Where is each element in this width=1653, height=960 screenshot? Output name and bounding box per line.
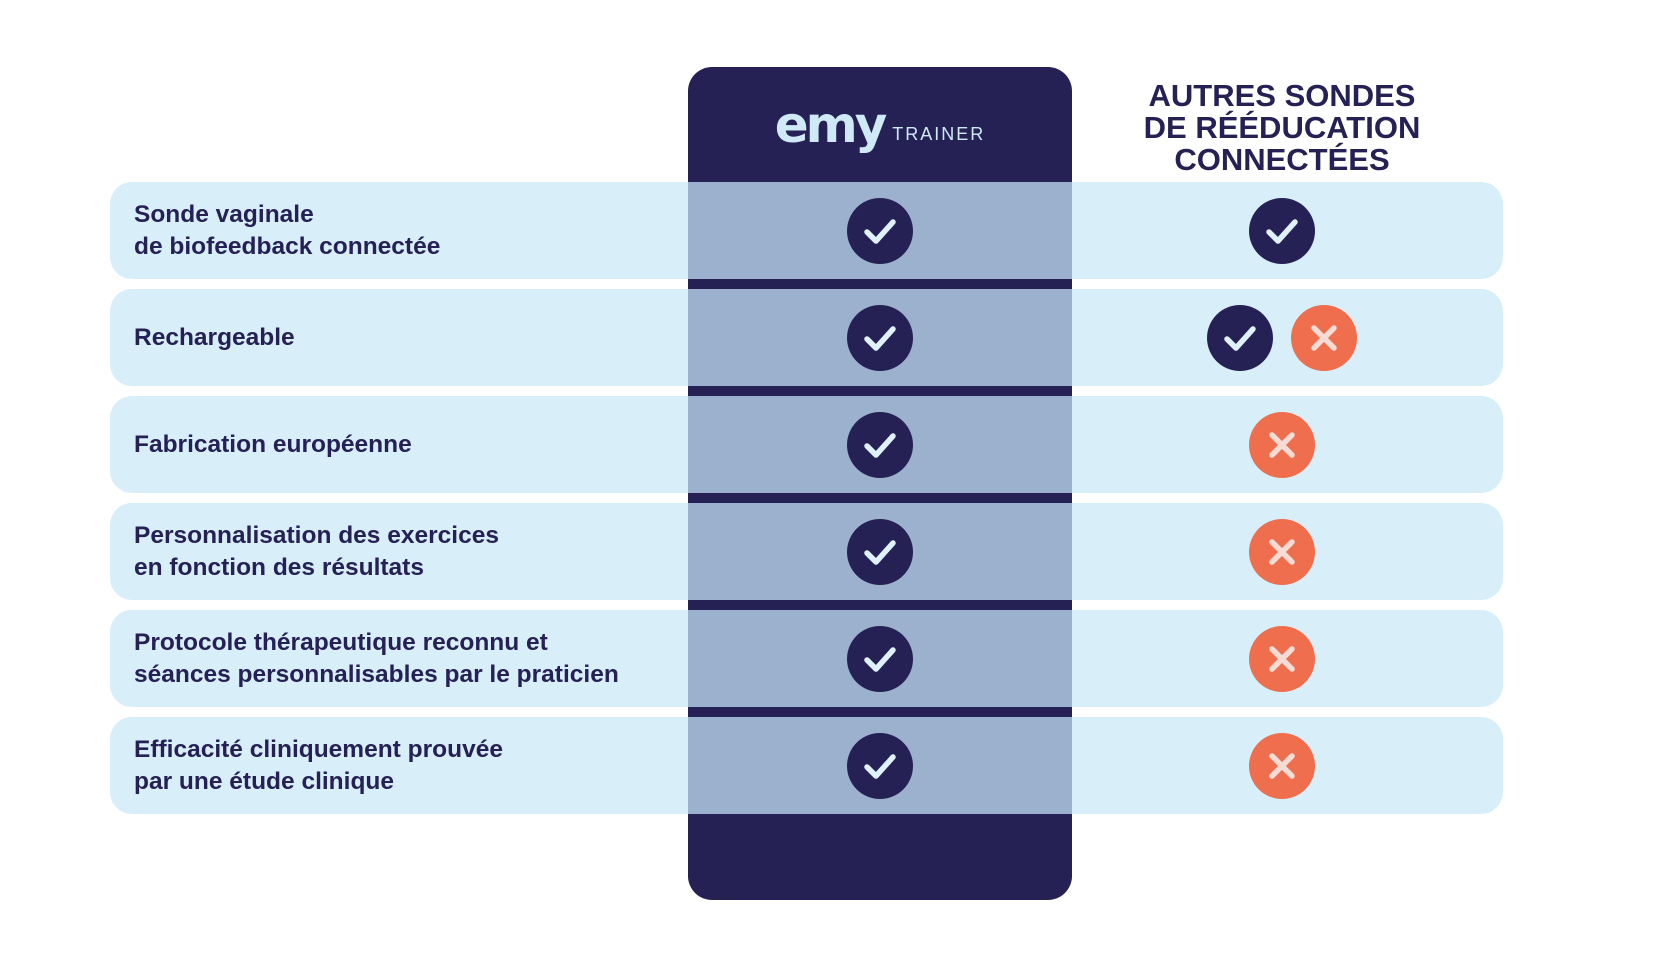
other-header-line: CONNECTÉES <box>1174 142 1390 177</box>
other-header-line: DE RÉÉDUCATION <box>1143 110 1421 145</box>
feature-row: Fabrication européenne <box>110 396 1503 493</box>
check-icon <box>847 625 913 692</box>
cross-icon <box>1249 625 1315 692</box>
cross-icon <box>1249 411 1315 478</box>
feature-label: Efficacité cliniquement prouvée par une é… <box>134 717 694 814</box>
feature-label: Personnalisation des exercices en fonctio… <box>134 503 694 600</box>
feature-label: Fabrication européenne <box>134 396 694 493</box>
feature-label-line: Efficacité cliniquement prouvée <box>134 735 503 763</box>
feature-label-line: Personnalisation des exercices <box>134 521 499 549</box>
emy-trainer-logo: emy TRAINER <box>688 95 1072 161</box>
feature-label: Protocole thérapeutique reconnu et séance… <box>134 610 694 707</box>
feature-label-line: Rechargeable <box>134 323 295 351</box>
check-icon <box>847 304 913 371</box>
cross-icon <box>1249 732 1315 799</box>
feature-row: Efficacité cliniquement prouvée par une é… <box>110 717 1503 814</box>
check-icon <box>847 518 913 585</box>
check-icon <box>1249 197 1315 264</box>
feature-label-line: par une étude clinique <box>134 767 395 795</box>
feature-label: Sonde vaginale de biofeedback connectée <box>134 182 694 279</box>
cross-icon <box>1249 518 1315 585</box>
feature-label-line: Fabrication européenne <box>134 430 412 458</box>
logo-subtitle: TRAINER <box>892 123 986 144</box>
feature-row: Protocole thérapeutique reconnu et séance… <box>110 610 1503 707</box>
feature-row: Sonde vaginale de biofeedback connectée <box>110 182 1503 279</box>
logo-word: emy <box>774 96 888 154</box>
feature-label-line: Protocole thérapeutique reconnu et <box>134 628 548 656</box>
feature-label: Rechargeable <box>134 289 694 386</box>
check-icon <box>847 732 913 799</box>
check-icon <box>847 197 913 264</box>
check-icon <box>847 411 913 478</box>
feature-row: Rechargeable <box>110 289 1503 386</box>
check-icon <box>1207 304 1273 371</box>
other-probes-header: AUTRES SONDES DE RÉÉDUCATION CONNECTÉES <box>1102 80 1462 176</box>
feature-label-line: de biofeedback connectée <box>134 232 441 260</box>
feature-label-line: séances personnalisables par le praticie… <box>134 660 619 688</box>
feature-row: Personnalisation des exercices en fonctio… <box>110 503 1503 600</box>
feature-label-line: en fonction des résultats <box>134 553 424 581</box>
cross-icon <box>1291 304 1357 371</box>
feature-label-line: Sonde vaginale <box>134 200 314 228</box>
other-header-line: AUTRES SONDES <box>1148 78 1416 113</box>
